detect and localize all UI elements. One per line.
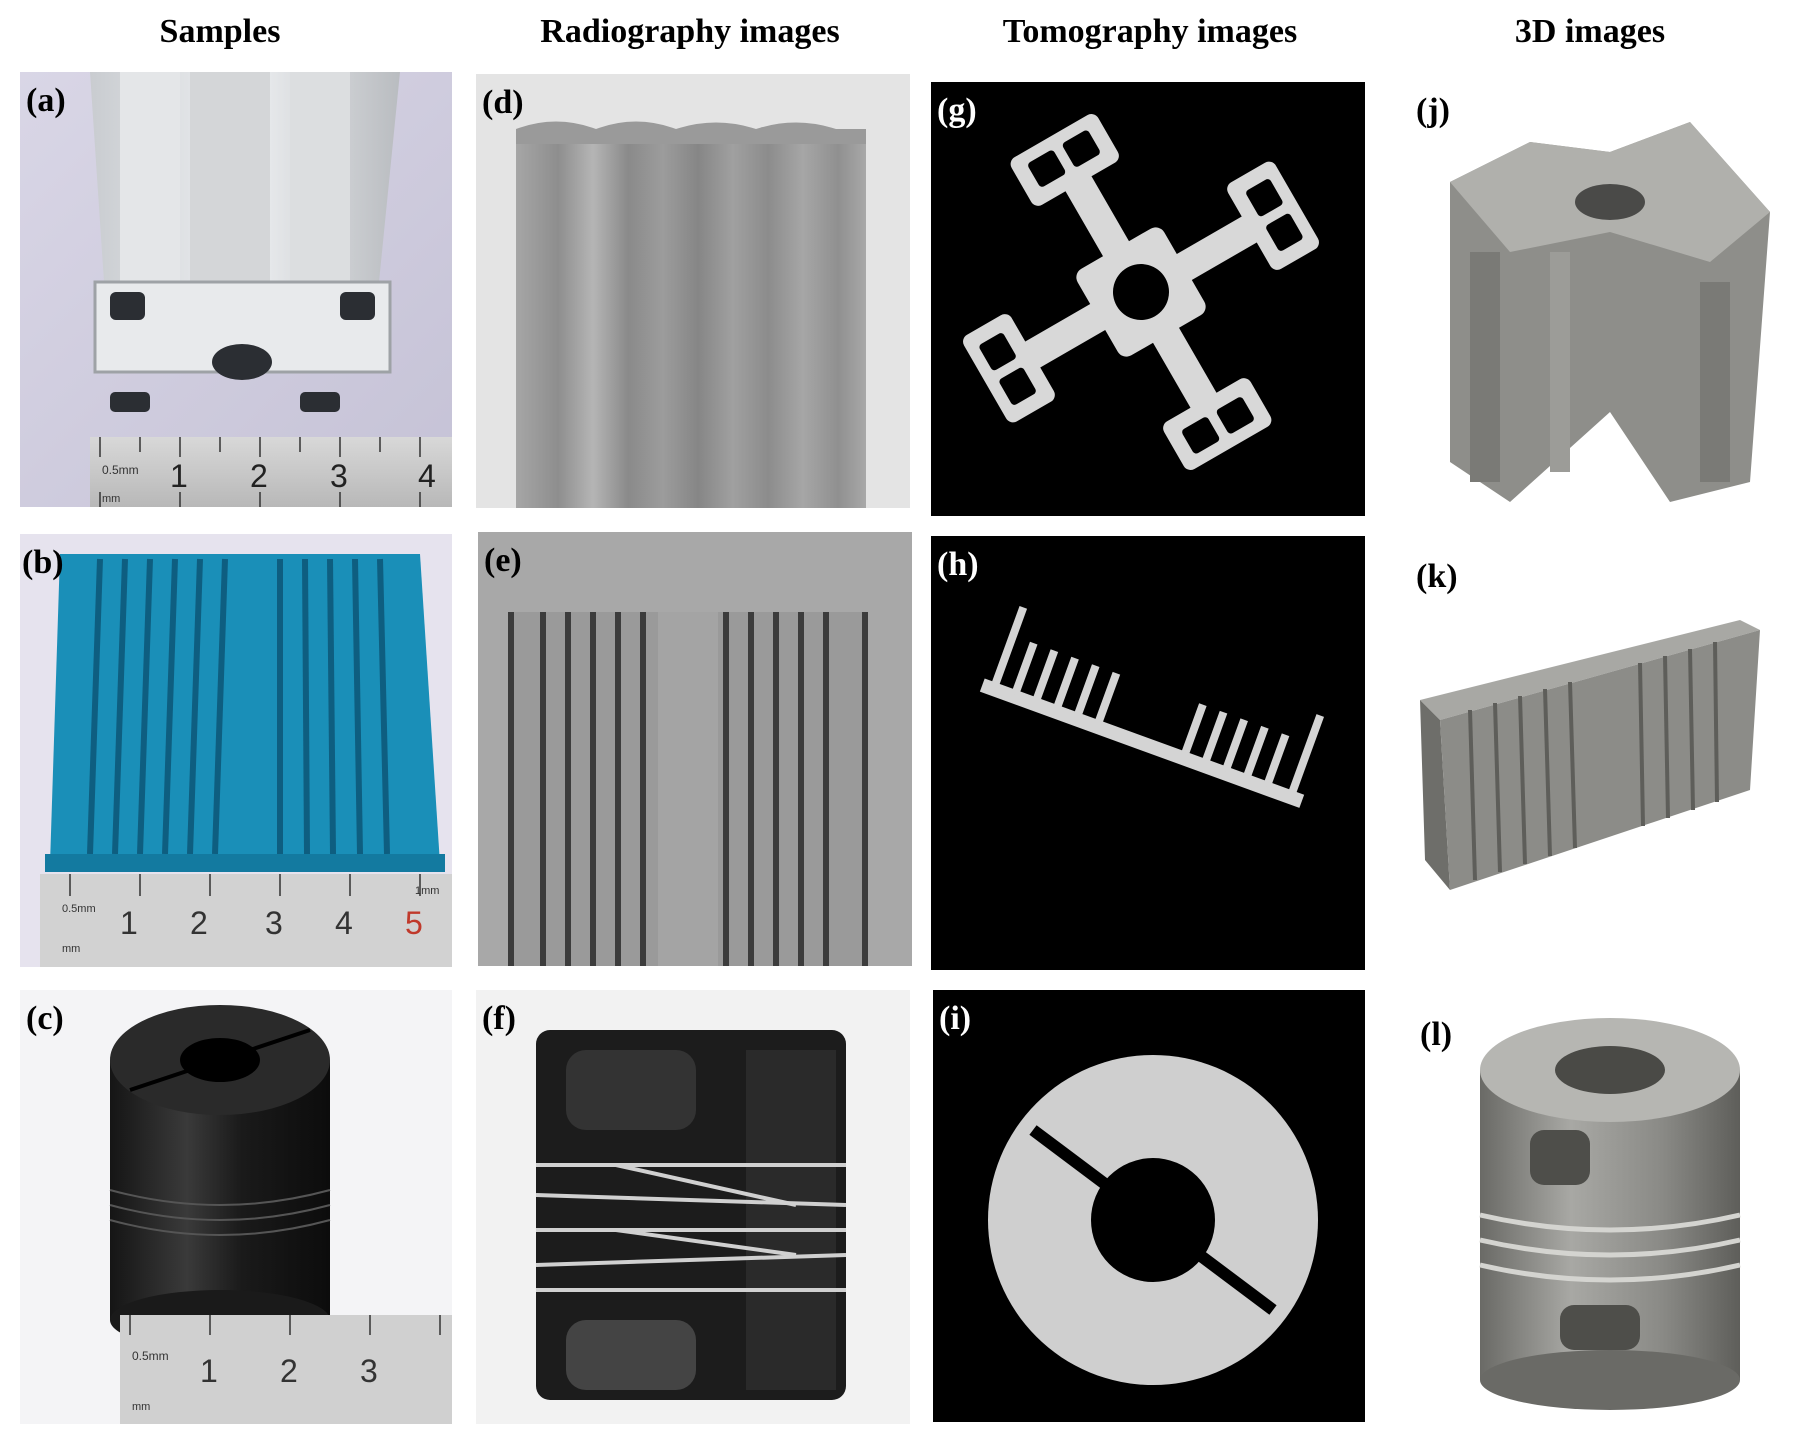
ct-slice-heatsink — [931, 536, 1365, 970]
sample-photo-profile: 0.5mm mm 1 2 3 4 (a) — [20, 72, 452, 507]
3d-render-coupling — [1410, 1000, 1800, 1420]
tomography-coupling: (i) — [933, 990, 1365, 1422]
ruler-number: 4 — [418, 458, 436, 494]
3d-render-heatsink — [1410, 560, 1800, 920]
ct-slice-profile — [931, 82, 1365, 516]
panel-label-h: (h) — [937, 546, 979, 583]
column-header-tomography: Tomography images — [1002, 13, 1298, 50]
render-heatsink: (k) — [1410, 560, 1800, 920]
ruler-number-highlight: 5 — [405, 905, 423, 941]
panel-label-g: (g) — [937, 92, 977, 129]
render-profile: (j) — [1410, 82, 1800, 512]
ruler-number: 3 — [265, 905, 283, 941]
panel-label-j: (j) — [1416, 92, 1450, 129]
panel-label-k: (k) — [1416, 560, 1458, 595]
ruler-unit-label: 0.5mm — [132, 1349, 169, 1363]
column-header-3d: 3D images — [1514, 13, 1666, 50]
radiography-coupling-image — [476, 990, 910, 1424]
ruler-mm-label: mm — [102, 493, 120, 505]
render-coupling: (l) — [1410, 1000, 1800, 1420]
panel-label-i: (i) — [939, 1000, 972, 1037]
radiography-heatsink: (e) — [478, 532, 912, 966]
ct-slice-coupling — [933, 990, 1365, 1422]
column-header-radiography: Radiography images — [540, 13, 840, 50]
radiography-profile-image — [476, 74, 910, 508]
panel-label-b: (b) — [22, 544, 64, 581]
panel-label-a: (a) — [26, 82, 66, 119]
panel-label-e: (e) — [484, 542, 522, 579]
radiography-heatsink-image — [478, 532, 912, 966]
radiography-coupling: (f) — [476, 990, 910, 1424]
ruler-number: 3 — [360, 1353, 378, 1389]
ruler-number: 2 — [280, 1353, 298, 1389]
panel-label-f: (f) — [482, 1000, 516, 1037]
ruler-number: 1 — [170, 458, 188, 494]
ruler-unit-label-right: 1mm — [415, 885, 439, 897]
radiography-profile: (d) — [476, 74, 910, 508]
column-header-samples: Samples — [159, 13, 281, 50]
ruler-number: 1 — [200, 1353, 218, 1389]
ruler-mm-label: mm — [62, 943, 80, 955]
panel-label-l: (l) — [1420, 1016, 1453, 1053]
sample-photo-heatsink: 0.5mm mm 1mm 1 2 3 4 5 (b) — [20, 534, 452, 967]
heatsink-photo: 0.5mm mm 1mm 1 2 3 4 5 — [20, 534, 452, 967]
aluminum-profile-photo: 0.5mm mm 1 2 3 4 — [20, 72, 452, 507]
ruler-unit-label: 0.5mm — [102, 463, 139, 477]
coupling-photo: 0.5mm mm 1 2 3 — [20, 990, 452, 1424]
ruler-mm-label: mm — [132, 1401, 150, 1413]
sample-photo-coupling: 0.5mm mm 1 2 3 (c) — [20, 990, 452, 1424]
panel-label-c: (c) — [26, 1000, 64, 1037]
ruler-number: 2 — [250, 458, 268, 494]
tomography-profile: (g) — [931, 82, 1365, 516]
tomography-heatsink: (h) — [931, 536, 1365, 970]
panel-label-d: (d) — [482, 84, 524, 121]
ruler-number: 3 — [330, 458, 348, 494]
ruler-number: 1 — [120, 905, 138, 941]
ruler-number: 2 — [190, 905, 208, 941]
ruler-unit-label: 0.5mm — [62, 903, 96, 915]
3d-render-profile — [1410, 82, 1800, 512]
ruler-number: 4 — [335, 905, 353, 941]
